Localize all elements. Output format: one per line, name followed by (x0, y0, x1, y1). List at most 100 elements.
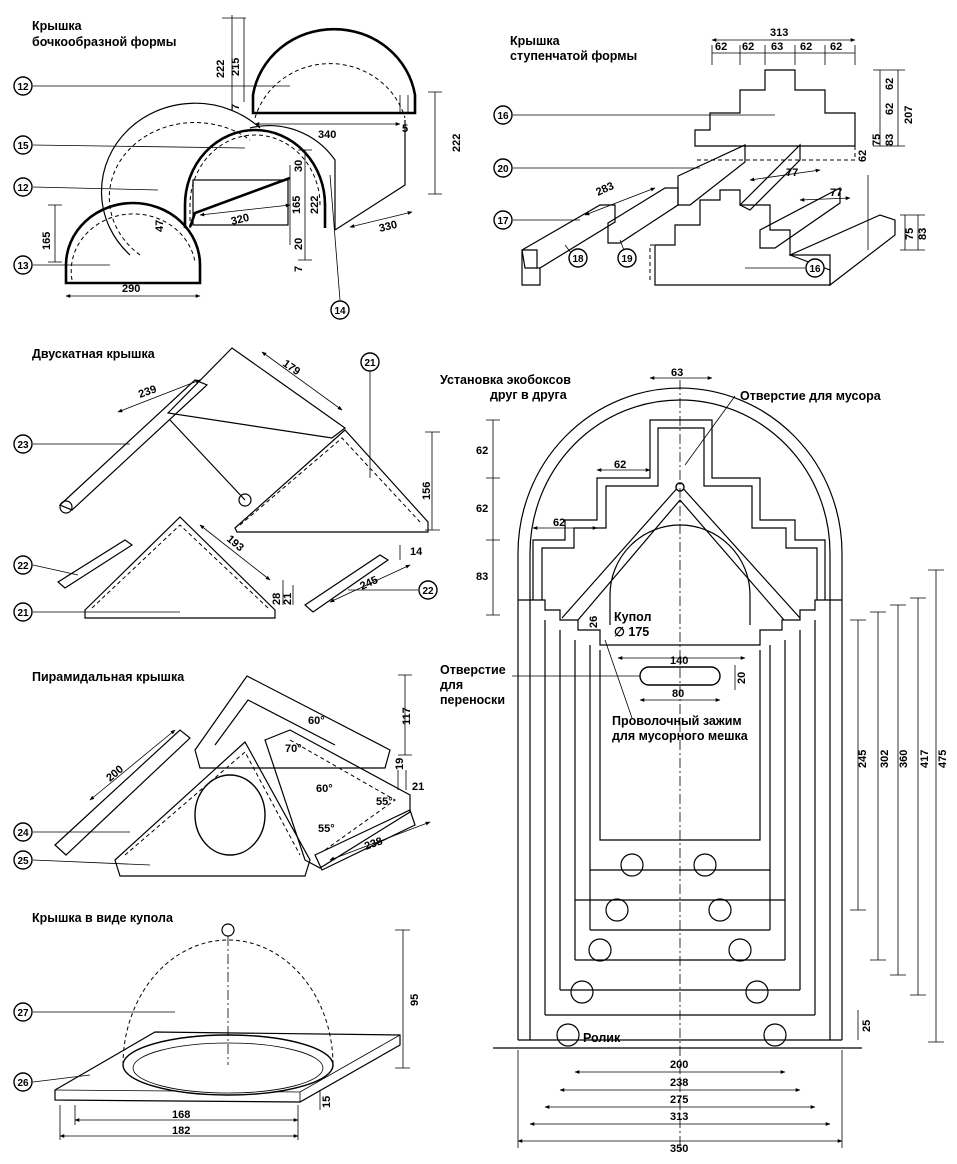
assembly-dim-left-chain (486, 419, 500, 616)
gable-dim-239-line (117, 379, 201, 413)
svg-text:14: 14 (334, 306, 346, 317)
dome-base-opening-inner (132, 1042, 324, 1094)
dome-dim-182: 182 (172, 1125, 190, 1137)
stepped-dim-77b: 77 (830, 187, 842, 199)
stepped-title-line1: Крышка (510, 34, 561, 48)
callout-18: 18 (568, 248, 588, 268)
dome-hemisphere-dashed (122, 939, 334, 1066)
barrel-front-arch-outer (249, 125, 336, 230)
assembly-drawing: 63 62 62 62 62 83 26 140 20 80 245 302 3… (440, 367, 949, 1155)
assembly-dim-313: 313 (670, 1111, 688, 1123)
assembly-box-walls-4 (589, 645, 771, 930)
stepped-dim-77a-line (749, 168, 821, 182)
callout-22b: 22 (418, 580, 438, 600)
dome-dim-95: 95 (409, 994, 421, 1006)
titles: Крышка бочкообразной формы Крышка ступен… (32, 19, 637, 925)
svg-text:19: 19 (621, 254, 633, 265)
assembly-dim-20: 20 (736, 672, 748, 684)
callout-15: 15 (13, 135, 33, 155)
stepped-back-panel (694, 69, 856, 147)
assembly-carry-hole-label-3: переноски (440, 693, 505, 707)
stepped-dim-83a: 83 (884, 134, 896, 146)
barrel-front-arch-dashed (189, 134, 321, 228)
svg-text:26: 26 (17, 1078, 29, 1089)
dome-lid-drawing: 95 15 168 182 27 26 (13, 923, 421, 1140)
assembly-casters (556, 853, 787, 1047)
assembly-dim-63: 63 (671, 367, 683, 379)
gable-right-triangle-dashed (239, 437, 421, 526)
barrel-dim-20: 20 (293, 238, 305, 250)
barrel-dim-165a: 165 (291, 196, 303, 214)
assembly-dim-25: 25 (861, 1020, 873, 1032)
pyramid-right-triangle (264, 729, 411, 869)
stepped-dim-207: 207 (903, 106, 915, 124)
assembly-ground (493, 1039, 862, 1049)
stepped-dim-77a: 77 (786, 167, 798, 179)
gable-ridge-strut (169, 419, 246, 501)
barrel-dim-320-line (199, 203, 291, 217)
assembly-clamp-label-2: для мусорного мешка (612, 729, 749, 743)
stepped-dim-77b-line (799, 196, 851, 202)
svg-text:18: 18 (572, 254, 584, 265)
stepped-dim-207-line (873, 69, 905, 147)
stepped-dim-62-chain (711, 45, 856, 65)
assembly-box-walls-3 (574, 640, 786, 960)
stepped-dim-62c: 62 (800, 41, 812, 53)
pyramid-dim-117: 117 (401, 707, 413, 725)
pyramid-dim-200-line (89, 729, 176, 801)
barrel-sheet-outer (100, 102, 261, 256)
svg-text:17: 17 (497, 216, 509, 227)
barrel-dim-5: 5 (402, 123, 408, 135)
dome-dim-168: 168 (172, 1109, 190, 1121)
assembly-dim-275: 275 (670, 1094, 688, 1106)
pyramid-dim-200: 200 (104, 763, 126, 784)
gable-left-triangle-dashed (91, 524, 269, 609)
barrel-dim-222c: 222 (309, 196, 321, 214)
gable-left-rafter (58, 379, 209, 511)
pyramid-dim-117-line (398, 674, 412, 756)
gable-dim-156-line (425, 431, 440, 531)
stepped-dim-83b: 83 (917, 228, 929, 240)
assembly-dim-417-line (910, 597, 926, 996)
dome-title: Крышка в виде купола (32, 911, 174, 925)
barrel-dim-165b: 165 (41, 232, 53, 250)
board-stepped-low (759, 187, 841, 249)
assembly-carry-hole-label-2: для (440, 678, 463, 692)
dome-dim-95-line (395, 929, 410, 1069)
svg-text:12: 12 (17, 82, 29, 93)
stepped-front-dashed (649, 244, 670, 280)
gable-top-panel (166, 347, 347, 439)
stepped-dim-62e: 62 (884, 78, 896, 90)
barrel-dim-330-line (349, 211, 413, 228)
callout-27: 27 (13, 1002, 33, 1022)
gable-callout-22a-leader (32, 564, 79, 576)
assembly-trash-hole-label: Отверстие для мусора (740, 389, 882, 403)
callout-16a: 16 (493, 105, 513, 125)
assembly-roller-label: Ролик (583, 1031, 621, 1045)
board-stepped-front (788, 214, 896, 287)
gable-lid-drawing: 239 179 156 193 14 28 21 245 21 23 22 21… (13, 347, 440, 622)
assembly-dim-475-line (928, 569, 944, 1043)
gable-dim-193-line (199, 524, 271, 581)
pyramid-dim-60a: 60° (308, 715, 325, 727)
assembly-title-line1: Установка экобоксов (440, 373, 571, 387)
pyramid-front-triangle (114, 741, 311, 877)
svg-text:20: 20 (497, 164, 509, 175)
callout-14: 14 (330, 300, 350, 320)
assembly-dim-302: 302 (879, 750, 891, 768)
barrel-ribs (188, 176, 291, 228)
svg-text:16: 16 (497, 111, 509, 122)
barrel-back-arch-edge (399, 95, 409, 113)
pyramid-dim-238-line (329, 821, 431, 861)
stepped-dim-62g: 62 (857, 150, 869, 162)
gable-dim-14: 14 (410, 546, 423, 558)
assembly-dim-140: 140 (670, 655, 688, 667)
assembly-dim-62b: 62 (476, 503, 488, 515)
dome-dim-ext-lines (59, 1105, 299, 1140)
pyramid-round-window (194, 774, 266, 856)
stepped-dim-62a: 62 (715, 41, 727, 53)
assembly-dome-label-2: ∅ 175 (614, 625, 649, 639)
pyramid-front-dashed (124, 751, 301, 856)
barrel-dim-222a: 222 (215, 60, 227, 78)
